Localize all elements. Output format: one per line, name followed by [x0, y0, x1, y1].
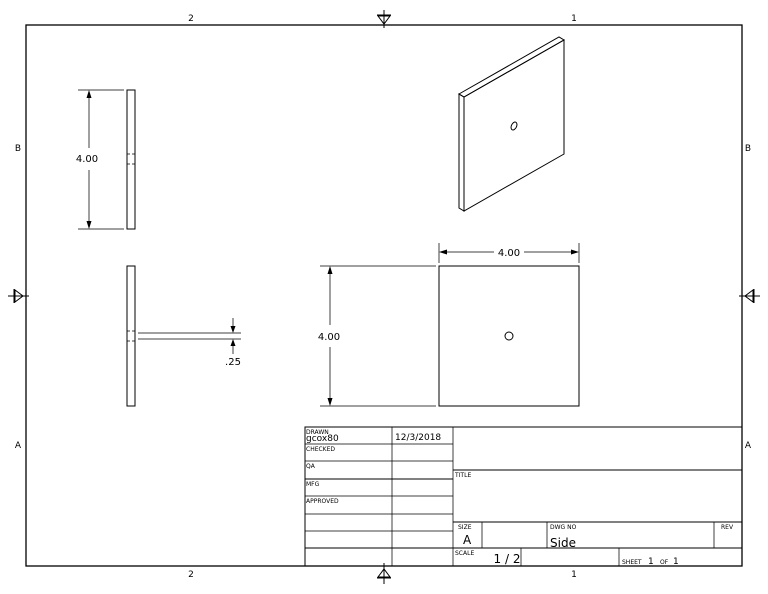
iso-front-face: [463, 39, 565, 212]
side-view-upper: 4.00: [76, 89, 136, 230]
iso-top-face: [458, 36, 565, 98]
title-block: DRAWN gcox80 12/3/2018 CHECKED QA MFG AP…: [304, 426, 743, 567]
of-label: OF: [660, 559, 669, 566]
dwg-no-value: Side: [550, 536, 576, 550]
center-mark-left: [8, 289, 29, 303]
approved-label: APPROVED: [306, 498, 339, 505]
iso-hole: [510, 121, 518, 131]
front-height-dimension: 4.00: [318, 332, 340, 343]
side-height-dimension: 4.00: [76, 154, 98, 165]
side-view-plate: [126, 265, 136, 407]
mfg-label: MFG: [306, 481, 320, 488]
title-block-frame: [304, 426, 743, 567]
size-value: A: [463, 533, 472, 547]
iso-side-face: [458, 93, 465, 212]
sheet-number: 1: [648, 557, 654, 567]
sheet-total: 1: [673, 557, 679, 567]
zone-left-upper: B: [15, 144, 21, 154]
zone-bottom-left: 2: [188, 570, 194, 580]
scale-value: 1 / 2: [494, 552, 521, 566]
zone-top-left: 2: [188, 14, 194, 24]
dimension-arrow: [86, 221, 92, 229]
drawn-date: 12/3/2018: [395, 433, 441, 443]
zone-right-lower: A: [745, 441, 752, 451]
dimension-arrow: [230, 326, 236, 333]
front-view: 4.00 4.00: [318, 243, 580, 407]
dwg-no-label: DWG NO: [550, 524, 577, 531]
front-view-plate: [438, 265, 580, 407]
dimension-arrow: [327, 398, 333, 406]
center-mark-right: [739, 289, 760, 303]
isometric-view: [458, 36, 565, 212]
center-mark-top: [377, 10, 391, 28]
dimension-arrow: [327, 266, 333, 274]
drawn-by: gcox80: [306, 434, 339, 444]
sheet-label: SHEET: [622, 559, 642, 566]
dimension-arrow: [230, 339, 236, 346]
front-view-hole: [504, 331, 514, 341]
side-view-lower: .25: [126, 265, 241, 407]
front-width-dimension: 4.00: [498, 248, 520, 259]
zone-left-lower: A: [15, 441, 22, 451]
scale-label: SCALE: [455, 550, 474, 557]
thickness-dimension: .25: [225, 357, 241, 368]
checked-label: CHECKED: [306, 446, 335, 453]
dimension-arrow: [571, 249, 579, 255]
qa-label: QA: [306, 463, 316, 470]
size-label: SIZE: [458, 524, 472, 531]
sheet-border: [25, 24, 743, 567]
dimension-arrow: [439, 249, 447, 255]
zone-bottom-right: 1: [571, 570, 577, 580]
dimension-arrow: [86, 90, 92, 98]
side-view-plate: [126, 89, 136, 230]
title-label: TITLE: [454, 472, 471, 479]
drawn-label: DRAWN: [306, 429, 329, 436]
rev-label: REV: [721, 524, 734, 531]
zone-top-right: 1: [571, 14, 577, 24]
zone-right-upper: B: [745, 144, 751, 154]
